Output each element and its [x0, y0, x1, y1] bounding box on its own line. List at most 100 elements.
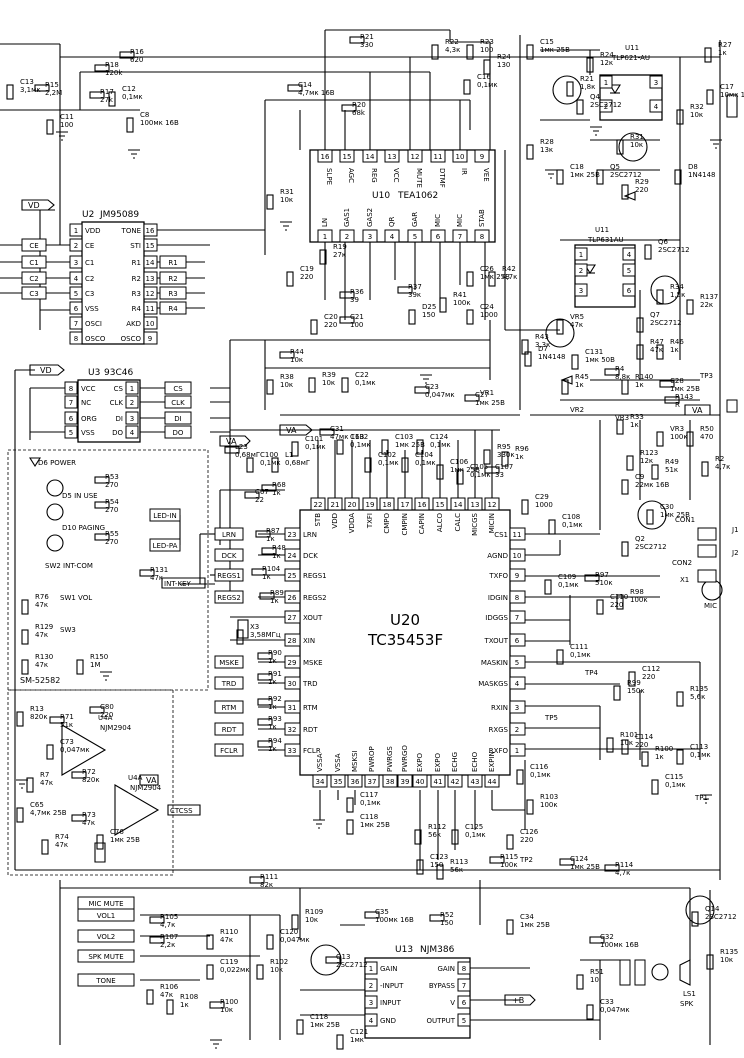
u13-pin-name: GAIN: [380, 965, 398, 973]
component-value: 1мк 25В: [520, 921, 550, 929]
u20-pin-number: 37: [368, 778, 377, 786]
component-value: 1к: [272, 552, 281, 560]
component-value: 1мк 25В: [450, 466, 480, 474]
u20-pin-name: EXPO: [434, 753, 442, 772]
component-value: 1мк 25В: [570, 171, 600, 179]
component-value: 0,1мк: [122, 93, 143, 101]
sw3-label: SW3: [60, 626, 76, 634]
misc-labels: D6 POWER D5 IN USE D10 PAGING SW2 INT-CO…: [20, 372, 739, 1008]
u11-pin-number: 2: [604, 103, 608, 111]
component-ref: R53: [105, 473, 119, 481]
component-value: 1мк 50В: [585, 356, 615, 364]
component-ref: C13: [20, 78, 34, 86]
u2-part: JM95089: [99, 210, 139, 220]
component-ref: D8: [688, 163, 698, 171]
component-value: 8,8к: [615, 373, 630, 381]
u20-pin-name: RXGS: [488, 726, 508, 734]
component-ref: R100: [220, 998, 238, 1006]
u10-part: TEA1062: [397, 191, 438, 201]
component-ref: C8: [140, 111, 149, 119]
component-value: 620: [130, 56, 143, 64]
net-label: MSKE: [219, 659, 239, 667]
component-ref: R73: [82, 811, 96, 819]
component-value: 82к: [260, 881, 273, 889]
tp3-label: TP3: [699, 372, 713, 380]
u20-pin-number: 31: [288, 704, 297, 712]
u20-pin-name: TXFI: [366, 513, 374, 529]
u10-pin-name: VCC: [392, 168, 400, 183]
u2-pin-number: 9: [148, 335, 152, 343]
u10-pin-number: 13: [388, 153, 397, 161]
component-ref: R20: [352, 101, 366, 109]
u20-pin-number: 36: [351, 778, 360, 786]
port-va-4: VA: [146, 776, 157, 785]
net-label: RTM: [222, 704, 237, 712]
component-value: 1к: [266, 535, 275, 543]
component-value: 0,68мГ: [285, 459, 310, 467]
u2-pin-number: 13: [146, 275, 155, 283]
component-ref: C115: [665, 773, 683, 781]
u11b-pin-number: 3: [579, 287, 583, 295]
vr3-label: VR3: [615, 414, 629, 422]
component-value: 56к: [428, 831, 441, 839]
u10-pin-number: 2: [345, 233, 349, 241]
tp5-label: TP5: [544, 714, 558, 722]
u2-pin-number: 4: [74, 275, 79, 283]
component-ref: R27: [718, 41, 732, 49]
u2-pin-name: C2: [85, 275, 94, 283]
component-ref: R31: [280, 188, 294, 196]
net-label: R3: [168, 290, 177, 298]
component-ref: R143: [675, 393, 693, 401]
u11b-pin-number: 5: [627, 267, 631, 275]
component-value: 150: [422, 311, 435, 319]
component-ref: R50: [700, 425, 714, 433]
component-value: 1М: [90, 661, 101, 669]
component-ref: C101: [305, 435, 323, 443]
component-ref: R111: [260, 873, 278, 881]
sw1-label: SW1 VOL: [60, 594, 92, 602]
component-ref: Q13: [336, 953, 350, 961]
component-value: 47к: [35, 601, 48, 609]
opamp-u4a: U4A NJM2904: [114, 774, 162, 836]
u2-pin-name: R1: [132, 259, 141, 267]
component-value: 820к: [82, 776, 100, 784]
u20-pin-number: 20: [348, 501, 357, 509]
component-value: 0,1мк: [260, 459, 281, 467]
tp4-label: TP4: [584, 669, 598, 677]
component-value: 1к: [630, 421, 639, 429]
u10-pin-number: 3: [368, 233, 372, 241]
port-ctcss: CTCSS: [170, 807, 193, 815]
u20-pin-number: 5: [515, 659, 519, 667]
component-ref: R94: [268, 737, 282, 745]
component-value: 22мк 16В: [635, 481, 670, 489]
components: R152,2MC133,1мкC11100R16620R18120kR1727k…: [6, 33, 744, 1050]
component-value: 330: [360, 41, 373, 49]
u20-pin-name: AGND: [487, 552, 508, 560]
component-ref: Q5: [610, 163, 620, 171]
led-use-label: D5 IN USE: [62, 492, 98, 500]
net-label: R2: [168, 275, 177, 283]
component-value: 2SC2712: [610, 171, 642, 179]
component-value: 10к: [620, 739, 633, 747]
component-value: 1к: [268, 678, 277, 686]
u10-pin-name: IR: [460, 168, 468, 175]
component-value: 0,022мк: [220, 966, 250, 974]
component-value: 1N4148: [538, 353, 566, 361]
component-ref: R131: [150, 566, 168, 574]
u2-pin-number: 12: [146, 290, 155, 298]
component-value: 1к: [270, 597, 279, 605]
u13-pin-name: OUTPUT: [426, 1017, 455, 1025]
component-value: 10: [590, 976, 599, 984]
u20-pin-name: LRN: [303, 531, 317, 539]
component-value: 1мк 25В: [670, 385, 700, 393]
component-value: 10к: [280, 196, 293, 204]
u2-pin-number: 6: [74, 305, 79, 313]
x1-label: X1: [680, 576, 689, 584]
component-ref: C118: [310, 1013, 328, 1021]
component-value: 0,1мк: [665, 781, 686, 789]
u20-pin-name: CS1: [494, 531, 508, 539]
component-ref: R15: [45, 81, 59, 89]
connectors: [619, 94, 738, 986]
